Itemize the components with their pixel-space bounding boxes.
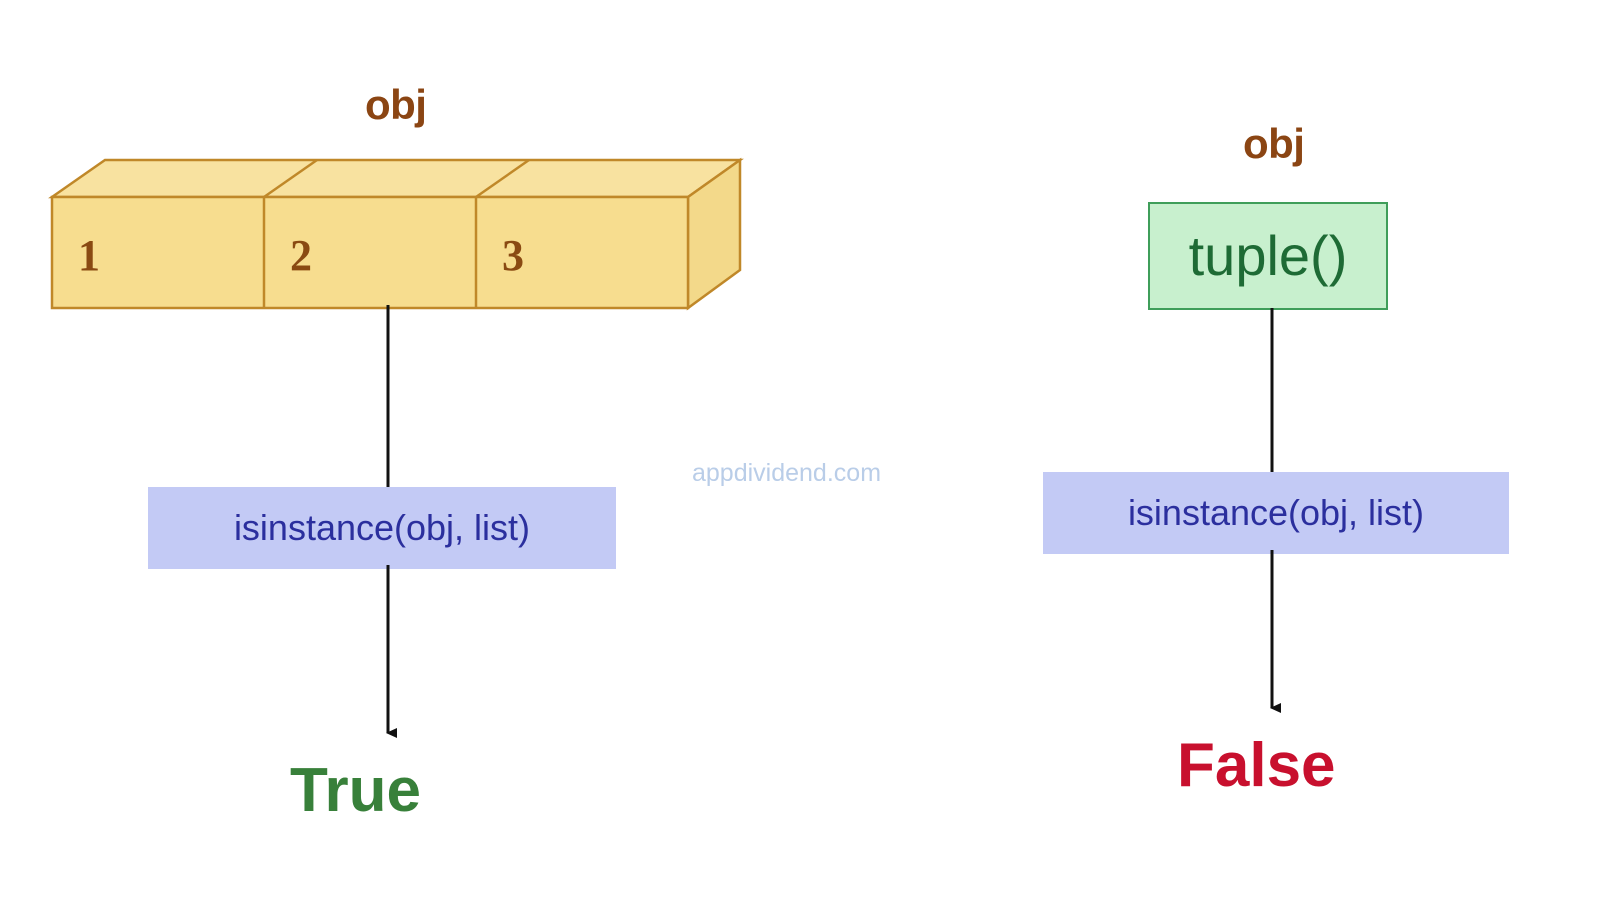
right-connector-call-to-result [1270,550,1281,713]
list-box-top-face [48,158,744,199]
list-cell-value-1: 2 [290,231,312,280]
watermark: appdividend.com [692,459,882,487]
right-isinstance-label: isinstance(obj, list) [1127,492,1425,533]
tuple-object-label: tuple() [1188,224,1348,287]
right-isinstance-chip[interactable]: isinstance(obj, list) [1043,472,1509,554]
left-result-true: True [290,756,421,825]
list-cell-value-2: 3 [502,231,524,280]
tuple-object-box: tuple() [1148,202,1388,310]
left-isinstance-chip[interactable]: isinstance(obj, list) [148,487,616,569]
left-connector-call-to-result [386,565,397,738]
right-connector-box-to-call [1270,308,1274,482]
left-connector-box-to-call [386,305,390,497]
list-3d-box [48,157,744,311]
list-cell-divider-top-2 [475,158,530,199]
list-cell-divider-top-1 [263,158,318,199]
left-obj-label: obj [365,81,427,128]
list-cell-value-0: 1 [78,231,100,280]
right-result-false: False [1177,731,1336,800]
left-isinstance-label: isinstance(obj, list) [233,507,531,548]
right-obj-label: obj [1243,120,1305,167]
list-box-front-face [50,195,690,310]
